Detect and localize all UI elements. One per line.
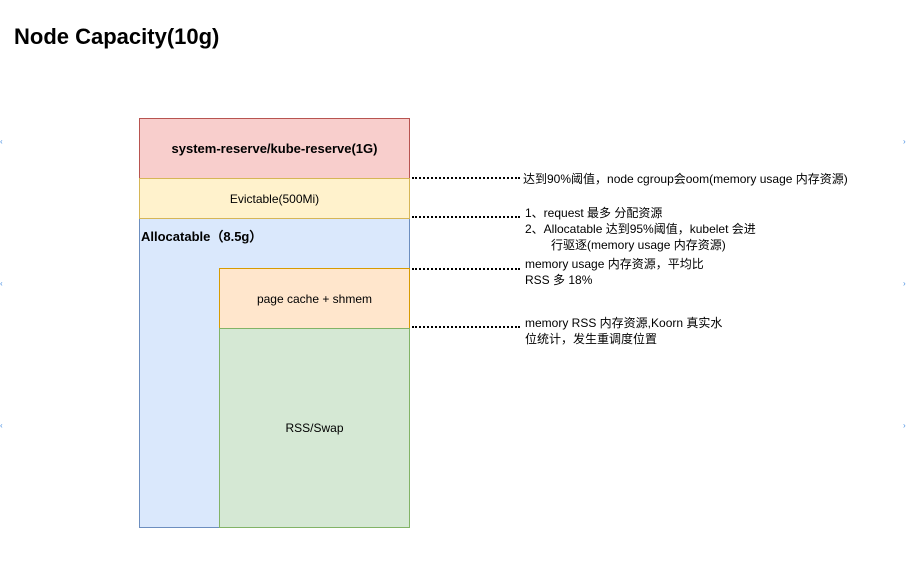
note-rss-line1: memory RSS 内存资源,Koorn 真实水 bbox=[525, 316, 723, 330]
evictable-label: Evictable(500Mi) bbox=[229, 191, 320, 206]
edge-marker: ‹ bbox=[0, 421, 3, 430]
note-rss: memory RSS 内存资源,Koorn 真实水 位统计，发生重调度位置 bbox=[525, 315, 722, 347]
evictable-block: Evictable(500Mi) bbox=[139, 178, 410, 219]
edge-marker: ‹ bbox=[0, 279, 3, 288]
note-evict-line3: 行驱逐(memory usage 内存资源) bbox=[551, 238, 726, 252]
note-evict-line2: 2、Allocatable 达到95%阈值，kubelet 会进 bbox=[525, 222, 756, 236]
note-oom-text: 达到90%阈值，node cgroup会oom(memory usage 内存资… bbox=[523, 172, 848, 186]
pagecache-block: page cache + shmem bbox=[219, 268, 410, 329]
system-reserve-block: system-reserve/kube-reserve(1G) bbox=[139, 118, 410, 179]
note-oom: 达到90%阈值，node cgroup会oom(memory usage 内存资… bbox=[523, 171, 848, 187]
note-usage: memory usage 内存资源，平均比 RSS 多 18% bbox=[525, 256, 704, 288]
edge-marker: ‹ bbox=[0, 137, 3, 146]
rss-swap-label: RSS/Swap bbox=[285, 421, 344, 435]
edge-marker: › bbox=[903, 421, 906, 430]
note-usage-line1: memory usage 内存资源，平均比 bbox=[525, 257, 704, 271]
connector-oom bbox=[412, 177, 520, 179]
note-evict-line1: 1、request 最多 分配资源 bbox=[525, 206, 663, 220]
allocatable-label: Allocatable（8.5g） bbox=[141, 229, 263, 244]
connector-rss bbox=[412, 326, 520, 328]
edge-marker: › bbox=[903, 279, 906, 288]
connector-evict bbox=[412, 216, 520, 218]
note-rss-line2: 位统计，发生重调度位置 bbox=[525, 332, 658, 346]
edge-marker: › bbox=[903, 137, 906, 146]
system-reserve-label: system-reserve/kube-reserve(1G) bbox=[171, 141, 378, 156]
note-evict: 1、request 最多 分配资源 2、Allocatable 达到95%阈值，… bbox=[525, 205, 756, 253]
diagram-title: Node Capacity(10g) bbox=[14, 24, 220, 49]
note-usage-line2: RSS 多 18% bbox=[525, 273, 593, 287]
rss-swap-block: RSS/Swap bbox=[219, 328, 410, 528]
pagecache-label: page cache + shmem bbox=[256, 291, 373, 306]
connector-usage bbox=[412, 268, 520, 270]
